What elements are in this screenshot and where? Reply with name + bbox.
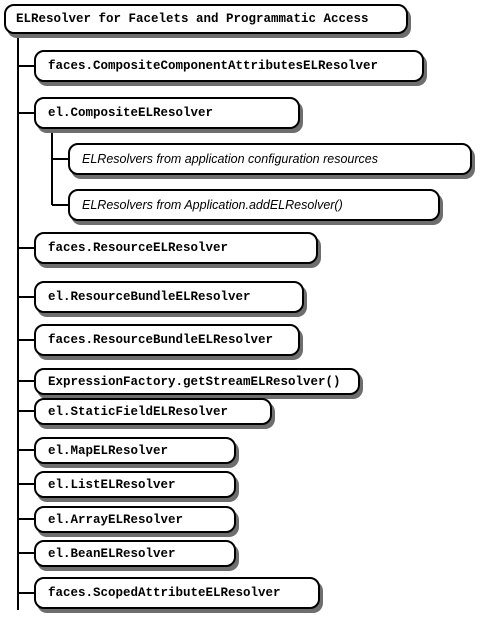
root-node: ELResolver for Facelets and Programmatic… (4, 4, 408, 34)
map-resolver-node: el.MapELResolver (34, 437, 236, 464)
stream-el-resolver-node: ExpressionFactory.getStreamELResolver() (34, 368, 360, 395)
array-resolver-node: el.ArrayELResolver (34, 506, 236, 533)
composite-el-resolver-node: el.CompositeELResolver (34, 97, 300, 129)
bean-resolver-node: el.BeanELResolver (34, 540, 236, 567)
composite-component-attributes-resolver-node: faces.CompositeComponentAttributesELReso… (34, 50, 424, 82)
list-resolver-node: el.ListELResolver (34, 471, 236, 498)
add-el-resolver-node: ELResolvers from Application.addELResolv… (68, 189, 440, 221)
faces-resource-bundle-resolver-node: faces.ResourceBundleELResolver (34, 324, 300, 356)
app-config-resolvers-node: ELResolvers from application configurati… (68, 143, 472, 175)
faces-resource-resolver-node: faces.ResourceELResolver (34, 232, 318, 264)
static-field-resolver-node: el.StaticFieldELResolver (34, 398, 272, 425)
scoped-attribute-resolver-node: faces.ScopedAttributeELResolver (34, 577, 320, 609)
el-resource-bundle-resolver-node: el.ResourceBundleELResolver (34, 281, 304, 313)
